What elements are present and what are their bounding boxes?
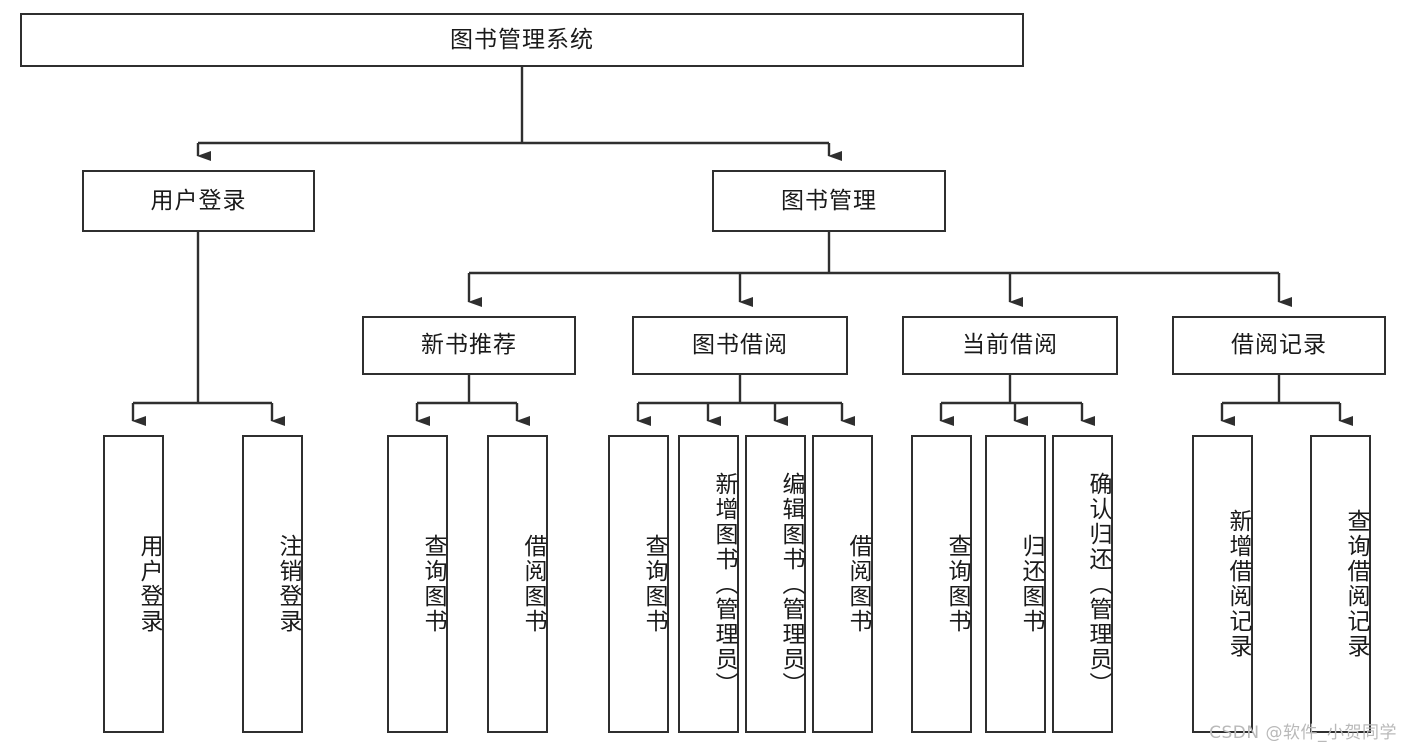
- node-label: 查询图书: [420, 534, 446, 634]
- node-label: 新书推荐: [421, 332, 517, 359]
- node-label: 图书管理系统: [450, 26, 594, 53]
- node-label: 确认归还（管理员）: [1085, 471, 1111, 697]
- node-label: 借阅图书: [845, 534, 871, 634]
- node-label: 图书管理: [781, 187, 877, 214]
- node-leaf-user-logout[interactable]: 注销登录: [242, 435, 303, 733]
- node-label: 当前借阅: [962, 332, 1058, 359]
- node-leaf-query-book-current[interactable]: 查询图书: [911, 435, 972, 733]
- node-leaf-confirm-return-admin[interactable]: 确认归还（管理员）: [1052, 435, 1113, 733]
- node-label: 图书借阅: [692, 332, 788, 359]
- node-label: 注销登录: [275, 534, 301, 634]
- node-label: 用户登录: [136, 534, 162, 634]
- node-leaf-edit-book-admin[interactable]: 编辑图书（管理员）: [745, 435, 806, 733]
- node-leaf-add-book-admin[interactable]: 新增图书（管理员）: [678, 435, 739, 733]
- node-leaf-add-borrow-record[interactable]: 新增借阅记录: [1192, 435, 1253, 733]
- node-label: 编辑图书（管理员）: [778, 471, 804, 697]
- node-leaf-query-book-rec[interactable]: 查询图书: [387, 435, 448, 733]
- node-leaf-query-borrow-record[interactable]: 查询借阅记录: [1310, 435, 1371, 733]
- node-root-system[interactable]: 图书管理系统: [20, 13, 1024, 67]
- node-new-book-recommend[interactable]: 新书推荐: [362, 316, 576, 375]
- node-label: 查询图书: [641, 534, 667, 634]
- node-leaf-user-login[interactable]: 用户登录: [103, 435, 164, 733]
- node-current-borrow[interactable]: 当前借阅: [902, 316, 1118, 375]
- node-label: 新增图书（管理员）: [711, 471, 737, 697]
- node-book-borrow[interactable]: 图书借阅: [632, 316, 848, 375]
- node-leaf-query-book-borrow[interactable]: 查询图书: [608, 435, 669, 733]
- node-label: 借阅图书: [520, 534, 546, 634]
- node-leaf-return-book[interactable]: 归还图书: [985, 435, 1046, 733]
- node-book-manage[interactable]: 图书管理: [712, 170, 946, 232]
- node-label: 归还图书: [1018, 534, 1044, 634]
- node-label: 用户登录: [150, 187, 247, 214]
- node-leaf-borrow-book-rec[interactable]: 借阅图书: [487, 435, 548, 733]
- node-leaf-borrow-book[interactable]: 借阅图书: [812, 435, 873, 733]
- node-borrow-record[interactable]: 借阅记录: [1172, 316, 1386, 375]
- node-label: 查询借阅记录: [1343, 509, 1369, 659]
- node-label: 查询图书: [944, 534, 970, 634]
- node-user-login[interactable]: 用户登录: [82, 170, 315, 232]
- node-label: 借阅记录: [1231, 332, 1327, 359]
- watermark: CSDN @软件_小贺同学: [1209, 723, 1397, 743]
- node-label: 新增借阅记录: [1225, 509, 1251, 659]
